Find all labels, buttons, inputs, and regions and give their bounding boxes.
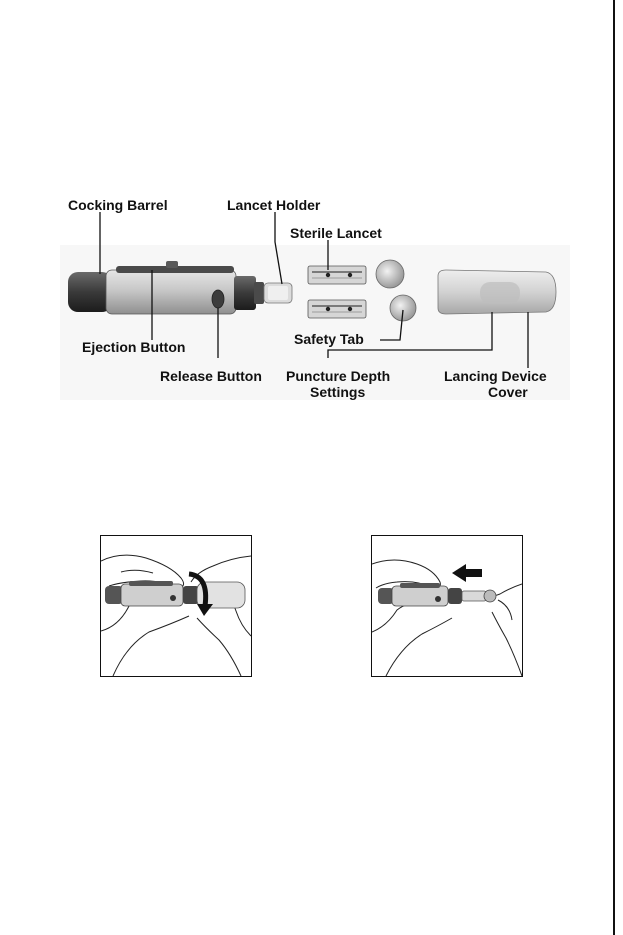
lancing-device-diagram: Cocking Barrel Lancet Holder Sterile Lan…	[60, 190, 570, 405]
release-button-part	[212, 290, 224, 308]
label-lancing-cover-line1: Lancing Device	[444, 368, 547, 384]
cocking-barrel	[68, 272, 112, 312]
label-puncture-depth-line2: Settings	[310, 384, 365, 400]
lancing-device-figure: Cocking Barrel Lancet Holder Sterile Lan…	[60, 190, 570, 405]
illustration-insert-lancet	[371, 535, 523, 677]
lancing-device-cover-part	[438, 270, 556, 314]
twist-cover-drawing	[101, 536, 251, 676]
label-sterile-lancet: Sterile Lancet	[290, 225, 382, 241]
insert-lancet-drawing	[372, 536, 522, 676]
page-edge-rule	[613, 0, 615, 935]
label-puncture-depth-line1: Puncture Depth	[286, 368, 390, 384]
label-lancet-holder: Lancet Holder	[227, 197, 321, 213]
lancet-holder-part	[264, 283, 292, 303]
label-cocking-barrel: Cocking Barrel	[68, 197, 168, 213]
illustration-twist-cover	[100, 535, 252, 677]
label-safety-tab: Safety Tab	[294, 331, 364, 347]
label-ejection-button: Ejection Button	[82, 339, 185, 355]
label-lancing-cover-line2: Cover	[488, 384, 528, 400]
label-release-button: Release Button	[160, 368, 262, 384]
